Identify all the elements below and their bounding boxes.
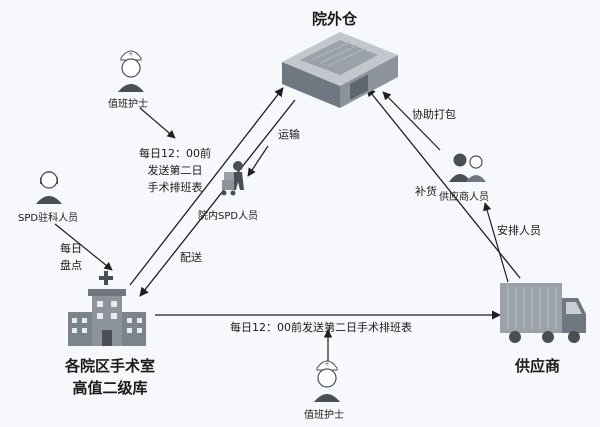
schedule-top-line3: 手术排班表 [147,181,203,194]
arrow-staff-to-warehouse [382,91,441,151]
warehouse-title: 院外仓 [312,10,358,28]
schedule-top-line2: 发送第二日 [147,164,203,177]
arrow-spd-resident-to-store [54,223,113,271]
supplier-staff-label: 供应商人员 [439,192,489,203]
spd-resident-icon [36,171,62,204]
nurse-top-icon: + [118,50,144,92]
help-pack-label: 协助打包 [412,108,456,121]
truck-icon [500,283,586,343]
svg-text:+: + [324,361,329,368]
arrow-store-to-warehouse [129,87,284,286]
or-store-line2: 高值二级库 [72,379,148,397]
delivery-label: 配送 [180,251,202,264]
schedule-top-line1: 每日12：00前 [139,147,211,160]
arrow-nurse-top-to-schedule [139,107,176,139]
supplier-staff-icon [449,153,486,182]
schedule-bottom-note: 每日12：00前发送第二日手术排班表 [230,321,412,334]
daily-count-note: 每日 盘点 [56,240,86,274]
arrow-transport [247,145,269,177]
warehouse-icon [282,32,398,108]
arrow-supplier-to-staff [483,202,509,283]
nurse-bottom-icon: + [314,360,340,402]
schedule-top-note: 每日12：00前 发送第二日 手术排班表 [125,145,225,196]
svg-text:+: + [128,51,133,58]
or-store-line1: 各院区手术室 [64,357,155,375]
spd-resident-label: SPD驻科人员 [18,213,79,224]
spd-inhouse-icon [221,161,244,196]
replenish-label: 补货 [415,185,437,198]
daily-count-line1: 每日 [60,242,82,255]
nurse-top-label: 值班护士 [108,99,148,110]
transport-label: 运输 [278,128,300,141]
arrow-supplier-to-warehouse [366,87,521,279]
daily-count-line2: 盘点 [60,259,82,272]
arrow-warehouse-to-store [139,99,296,297]
supplier-title: 供应商 [515,357,561,375]
nurse-bottom-label: 值班护士 [304,410,344,421]
spd-inhouse-label: 院内SPD人员 [198,211,259,222]
hospital-icon [68,271,146,346]
arrange-staff-label: 安排人员 [497,224,541,237]
or-store-title: 各院区手术室 高值二级库 [40,355,180,399]
